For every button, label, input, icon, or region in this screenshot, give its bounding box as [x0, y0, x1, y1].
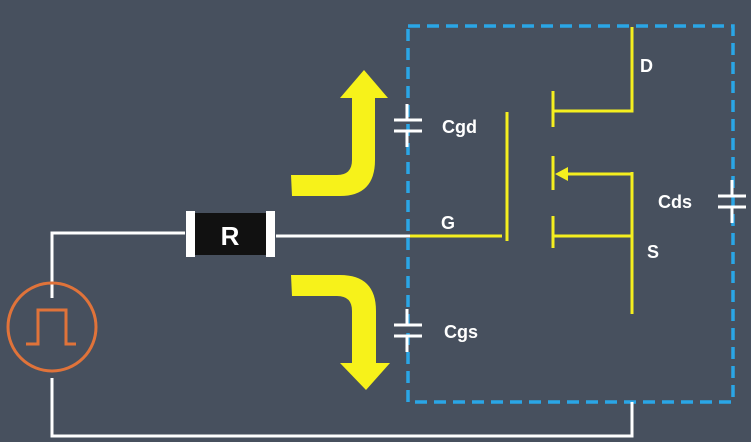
wire-bottom-return	[50, 378, 634, 438]
arrow-up-icon	[291, 70, 388, 196]
capacitor-cgs-icon	[394, 309, 422, 352]
capacitor-cds-icon	[718, 180, 746, 223]
label-drain: D	[640, 56, 653, 76]
circuit-wires	[50, 231, 634, 438]
label-cgd: Cgd	[442, 117, 477, 137]
drain-lead	[553, 27, 634, 113]
mosfet-icon	[410, 27, 634, 314]
capacitor-cgd-icon	[394, 104, 422, 147]
label-cgs: Cgs	[444, 322, 478, 342]
body-arrow	[555, 167, 568, 181]
source-lead	[553, 172, 634, 238]
label-gate: G	[441, 213, 455, 233]
mosfet-package-outline	[406, 24, 735, 404]
wire-top-left	[50, 231, 185, 298]
pulse-source-icon	[6, 281, 98, 373]
arrow-down-icon	[291, 275, 390, 390]
resistor-icon: R	[186, 211, 275, 257]
resistor-label: R	[221, 221, 240, 251]
label-source: S	[647, 242, 659, 262]
label-cds: Cds	[658, 192, 692, 212]
